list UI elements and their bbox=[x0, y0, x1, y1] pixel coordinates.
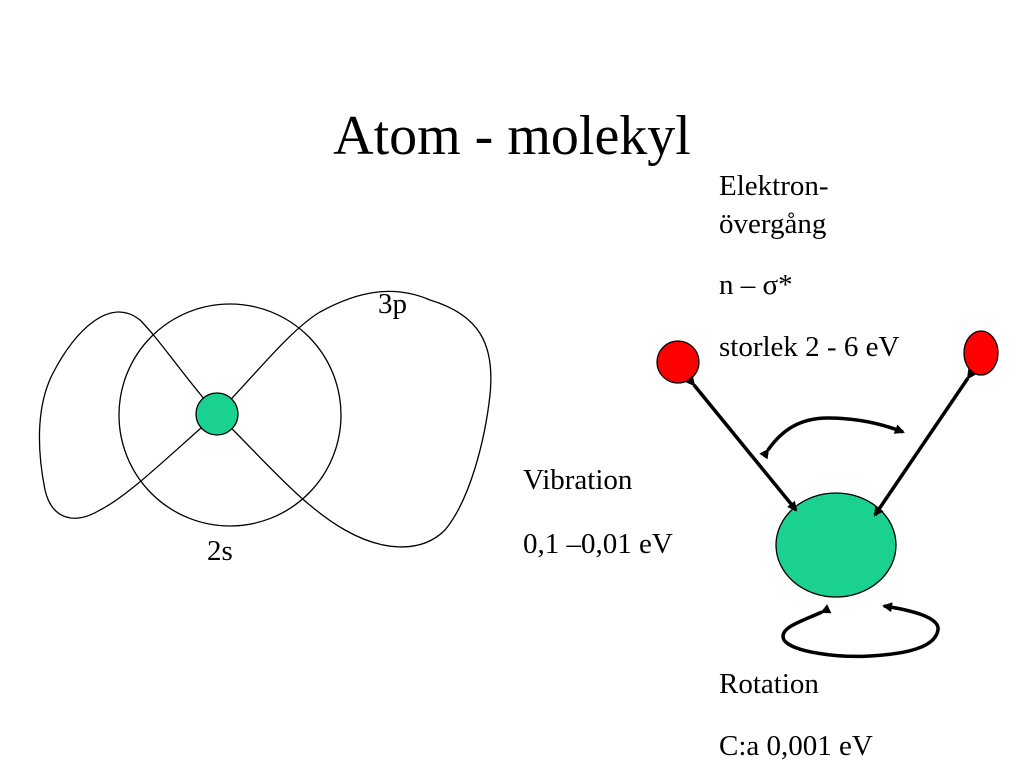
vibration-energy: 0,1 –0,01 eV bbox=[523, 528, 673, 560]
rotation-loop-arrow bbox=[781, 602, 940, 659]
bending-arc-arrow bbox=[759, 416, 905, 460]
atom-nucleus bbox=[195, 392, 239, 436]
rotation-energy: C:a 0,001 eV bbox=[719, 730, 873, 762]
large-atom bbox=[775, 492, 897, 598]
electronic-transition-label-line1: Elektron- bbox=[719, 170, 829, 202]
bond-arrow-right bbox=[873, 368, 977, 517]
electronic-transition-label-line2: övergång bbox=[719, 208, 827, 240]
orbital-2s-label: 2s bbox=[207, 535, 233, 567]
vibration-label: Vibration bbox=[523, 464, 633, 496]
electronic-transition-type: n – σ* bbox=[719, 269, 793, 301]
page-title: Atom - molekyl bbox=[333, 105, 691, 167]
orbital-2s bbox=[118, 303, 342, 527]
small-atom-right bbox=[963, 330, 999, 376]
small-atom-left bbox=[656, 340, 700, 384]
bond-arrow-left bbox=[685, 375, 798, 512]
rotation-label: Rotation bbox=[719, 668, 819, 700]
orbital-3p bbox=[38, 290, 492, 548]
orbital-3p-label: 3p bbox=[378, 288, 407, 320]
electronic-transition-energy: storlek 2 - 6 eV bbox=[719, 331, 900, 363]
